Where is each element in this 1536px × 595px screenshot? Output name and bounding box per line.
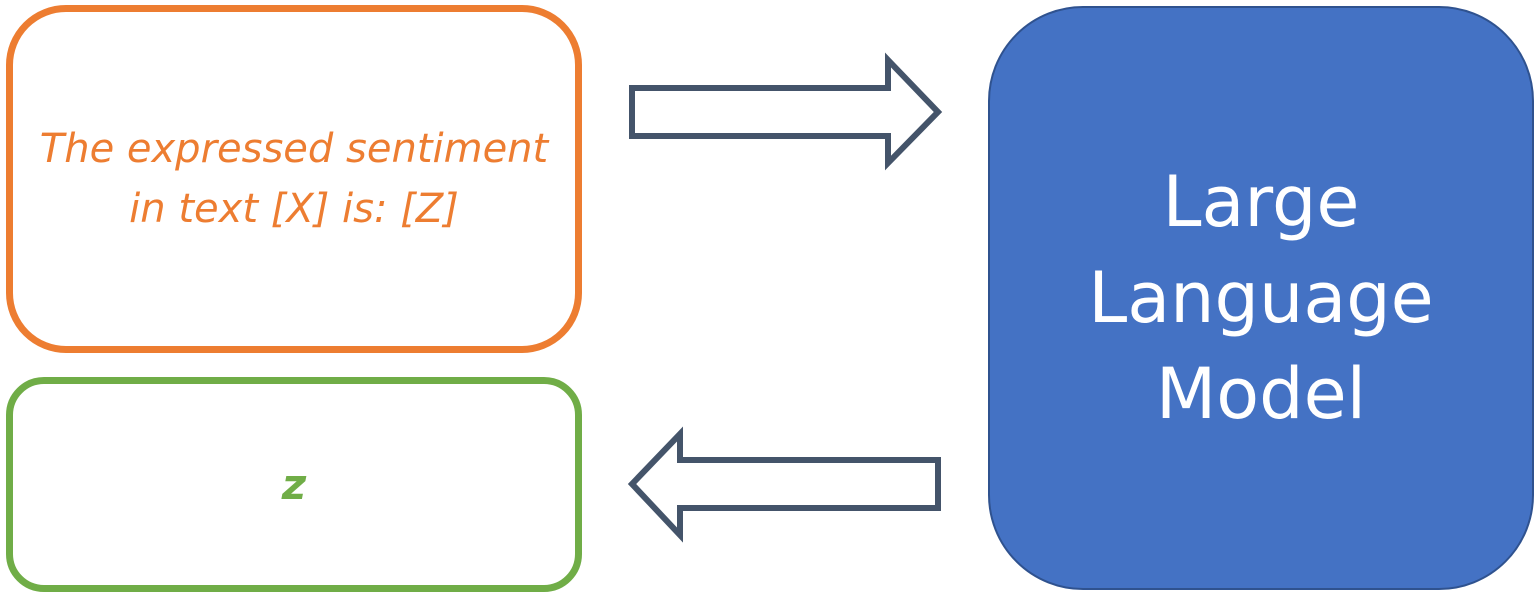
- llm-label: Large Language Model: [1088, 161, 1434, 435]
- llm-box: Large Language Model: [988, 6, 1534, 590]
- prompt-template-text: The expressed sentiment in text [X] is: …: [39, 126, 549, 232]
- output-box: z: [6, 377, 582, 592]
- arrow-left-icon: [627, 426, 941, 543]
- output-text: z: [281, 460, 307, 509]
- arrow-right-icon: [629, 52, 943, 171]
- prompt-template-box: The expressed sentiment in text [X] is: …: [6, 5, 582, 353]
